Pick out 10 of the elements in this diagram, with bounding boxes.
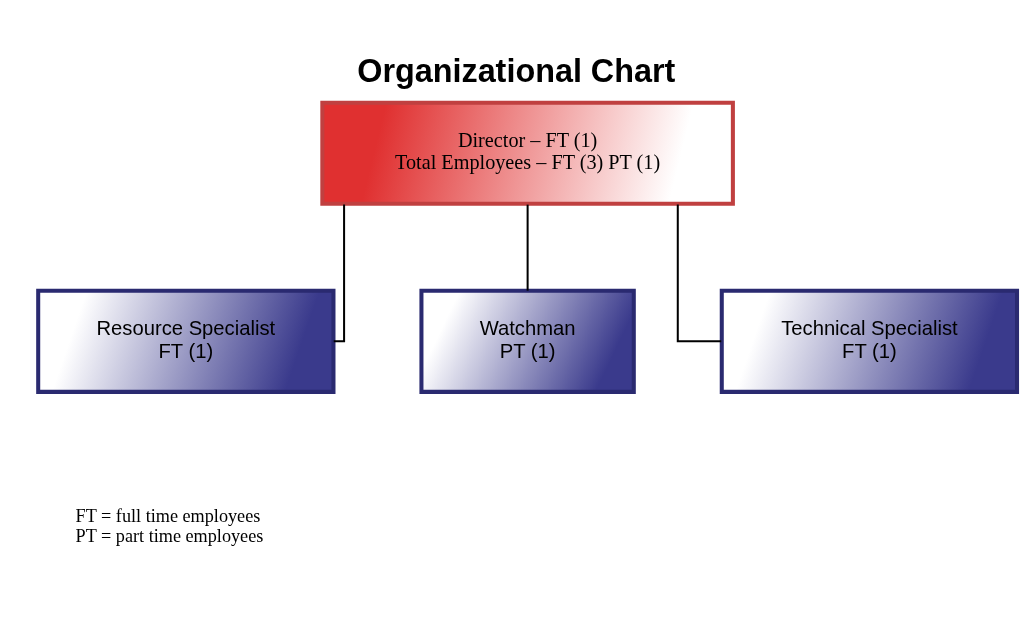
node-box: Director – FT (1) Total Employees – FT (3) PT (1): [320, 100, 735, 206]
connector: [526, 204, 529, 291]
label: PT = part time employees: [75, 525, 264, 546]
connector: [676, 204, 722, 342]
node-box: Technical Specialist FT (1): [719, 288, 1020, 394]
node-box: Watchman PT (1): [419, 288, 636, 394]
connector: [333, 204, 346, 342]
node-box: Resource Specialist FT (1): [36, 288, 336, 394]
label: FT = full time employees: [75, 505, 261, 526]
diagram-title: Organizational Chart: [357, 52, 676, 89]
